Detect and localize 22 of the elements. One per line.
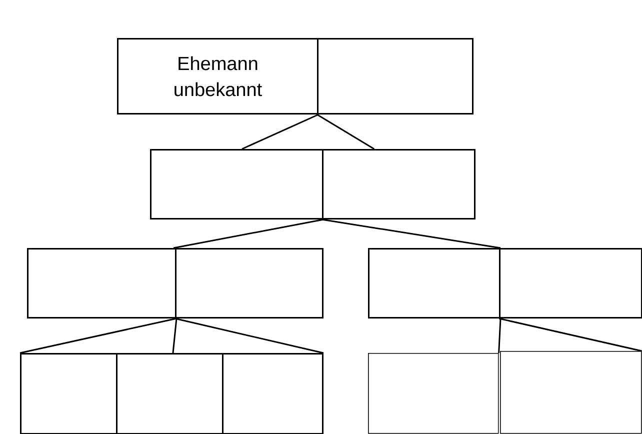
empty-box	[368, 353, 499, 434]
empty-box	[27, 248, 176, 318]
empty-box	[116, 353, 224, 434]
connector-line	[172, 318, 178, 354]
connector-line	[316, 114, 375, 150]
empty-box	[499, 248, 642, 318]
empty-box	[175, 248, 324, 318]
empty-box	[20, 353, 118, 434]
connector-line	[498, 318, 502, 354]
empty-box	[222, 353, 324, 434]
empty-box	[368, 248, 500, 318]
empty-box	[500, 351, 642, 434]
person-box: Ehemann unbekannt	[117, 38, 318, 114]
connector-line	[242, 114, 319, 150]
connector-line	[174, 318, 324, 354]
connector-line	[20, 318, 177, 354]
empty-box	[317, 38, 474, 114]
empty-box	[150, 149, 324, 220]
empty-box	[322, 149, 476, 220]
connector-line	[173, 218, 324, 249]
connector-line	[322, 218, 501, 249]
connector-line	[498, 318, 642, 352]
